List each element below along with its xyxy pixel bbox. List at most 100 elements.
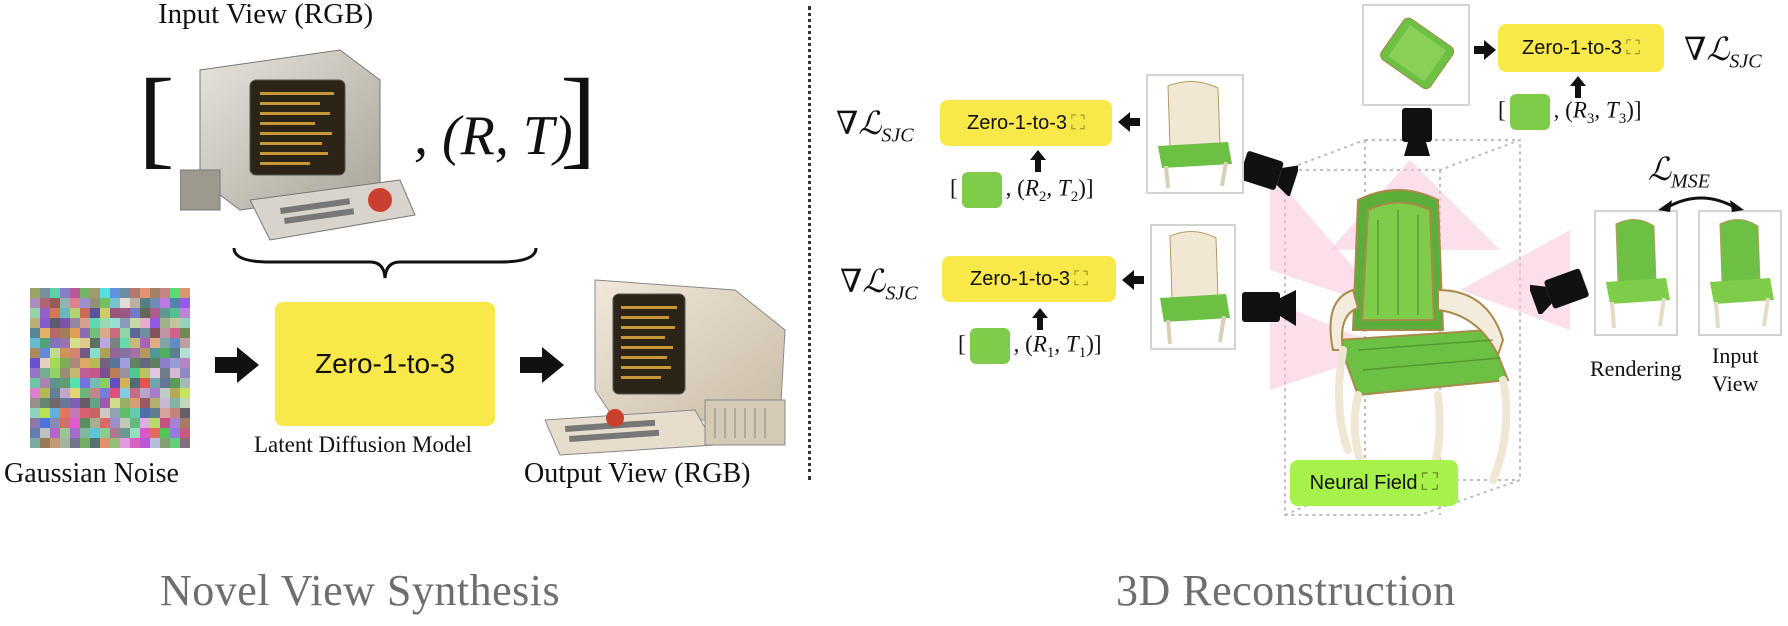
noise-pixel [180,318,190,328]
arrow-left-small-icon [1122,270,1144,290]
noise-pixel [90,358,100,368]
noise-pixel [120,428,130,438]
noise-pixel [150,328,160,338]
noise-pixel [40,288,50,298]
noise-pixel [180,298,190,308]
noise-pixel [40,388,50,398]
noise-pixel [100,398,110,408]
noise-pixel [50,378,60,388]
grad-sjc-top: ∇ℒSJC [1684,31,1762,73]
arrow-left-small-icon [1118,112,1140,132]
noise-pixel [180,428,190,438]
network-icon: ⛶ [1421,469,1439,496]
noise-pixel [70,408,80,418]
input-view-thumb [1698,210,1782,336]
left-bracket: [ [138,56,175,178]
noise-pixel [100,438,110,448]
noise-pixel [90,308,100,318]
noise-pixel [180,328,190,338]
noise-pixel [140,308,150,318]
pose-pair-1: [, (R1, T1)] [958,328,1102,364]
noise-pixel [60,328,70,338]
output-view-label: Output View (RGB) [524,458,751,489]
noise-pixel [160,428,170,438]
section-divider [808,6,811,480]
noise-pixel [170,298,180,308]
network-icon: ⛶ [1626,36,1641,59]
noise-pixel [180,358,190,368]
noise-pixel [50,338,60,348]
noise-pixel [100,358,110,368]
noise-pixel [150,288,160,298]
noise-pixel [80,288,90,298]
noise-pixel [120,398,130,408]
zero123-box-top: Zero-1-to-3⛶ [1498,24,1664,72]
noise-pixel [40,398,50,408]
double-arrow-icon [1658,196,1744,212]
noise-pixel [30,398,40,408]
noise-pixel [30,348,40,358]
noise-pixel [170,338,180,348]
noise-pixel [70,328,80,338]
noise-pixel [80,368,90,378]
noise-pixel [130,378,140,388]
noise-pixel [40,368,50,378]
noise-pixel [140,338,150,348]
noise-pixel [160,298,170,308]
noise-pixel [130,298,140,308]
rendering-thumb [1594,210,1678,336]
noise-pixel [100,348,110,358]
noise-pixel [170,368,180,378]
noise-pixel [60,298,70,308]
noise-pixel [70,318,80,328]
network-icon: ⛶ [1074,267,1089,290]
noise-pixel [110,418,120,428]
noise-pixel [30,308,40,318]
noise-pixel [160,388,170,398]
noise-pixel [170,358,180,368]
3d-reconstruction-title: 3D Reconstruction [1116,566,1456,615]
noise-pixel [170,388,180,398]
noise-pixel [80,328,90,338]
noise-pixel [150,378,160,388]
noise-pixel [120,338,130,348]
noise-pixel [30,388,40,398]
noise-pixel [140,298,150,308]
noise-pixel [160,398,170,408]
noise-pixel [170,318,180,328]
noise-pixel [70,368,80,378]
noise-pixel [120,318,130,328]
armchair-image [1329,189,1511,484]
noise-pixel [70,298,80,308]
noise-pixel [160,348,170,358]
noise-pixel [80,358,90,368]
noise-pixel [130,438,140,448]
noise-pixel [100,408,110,418]
noise-pixel [70,428,80,438]
chair-thumb [969,328,1010,364]
noise-pixel [170,438,180,448]
chair-thumb [961,172,1002,208]
noise-pixel [30,338,40,348]
noise-pixel [30,358,40,368]
noise-pixel [160,288,170,298]
noise-pixel [60,288,70,298]
noise-pixel [30,408,40,418]
noise-pixel [180,408,190,418]
noise-pixel [180,308,190,318]
pose-pair-3: [, (R3, T3)] [1498,94,1642,130]
noise-pixel [60,398,70,408]
noise-pixel [170,328,180,338]
zero123-box-upper: Zero-1-to-3⛶ [940,100,1112,146]
noise-pixel [80,438,90,448]
noise-pixel [60,408,70,418]
noise-pixel [180,378,190,388]
noise-pixel [90,378,100,388]
noise-pixel [180,288,190,298]
camera-top-icon [1402,108,1432,156]
noise-pixel [40,318,50,328]
noise-pixel [100,288,110,298]
noise-pixel [40,428,50,438]
noise-pixel [110,398,120,408]
noise-pixel [150,298,160,308]
